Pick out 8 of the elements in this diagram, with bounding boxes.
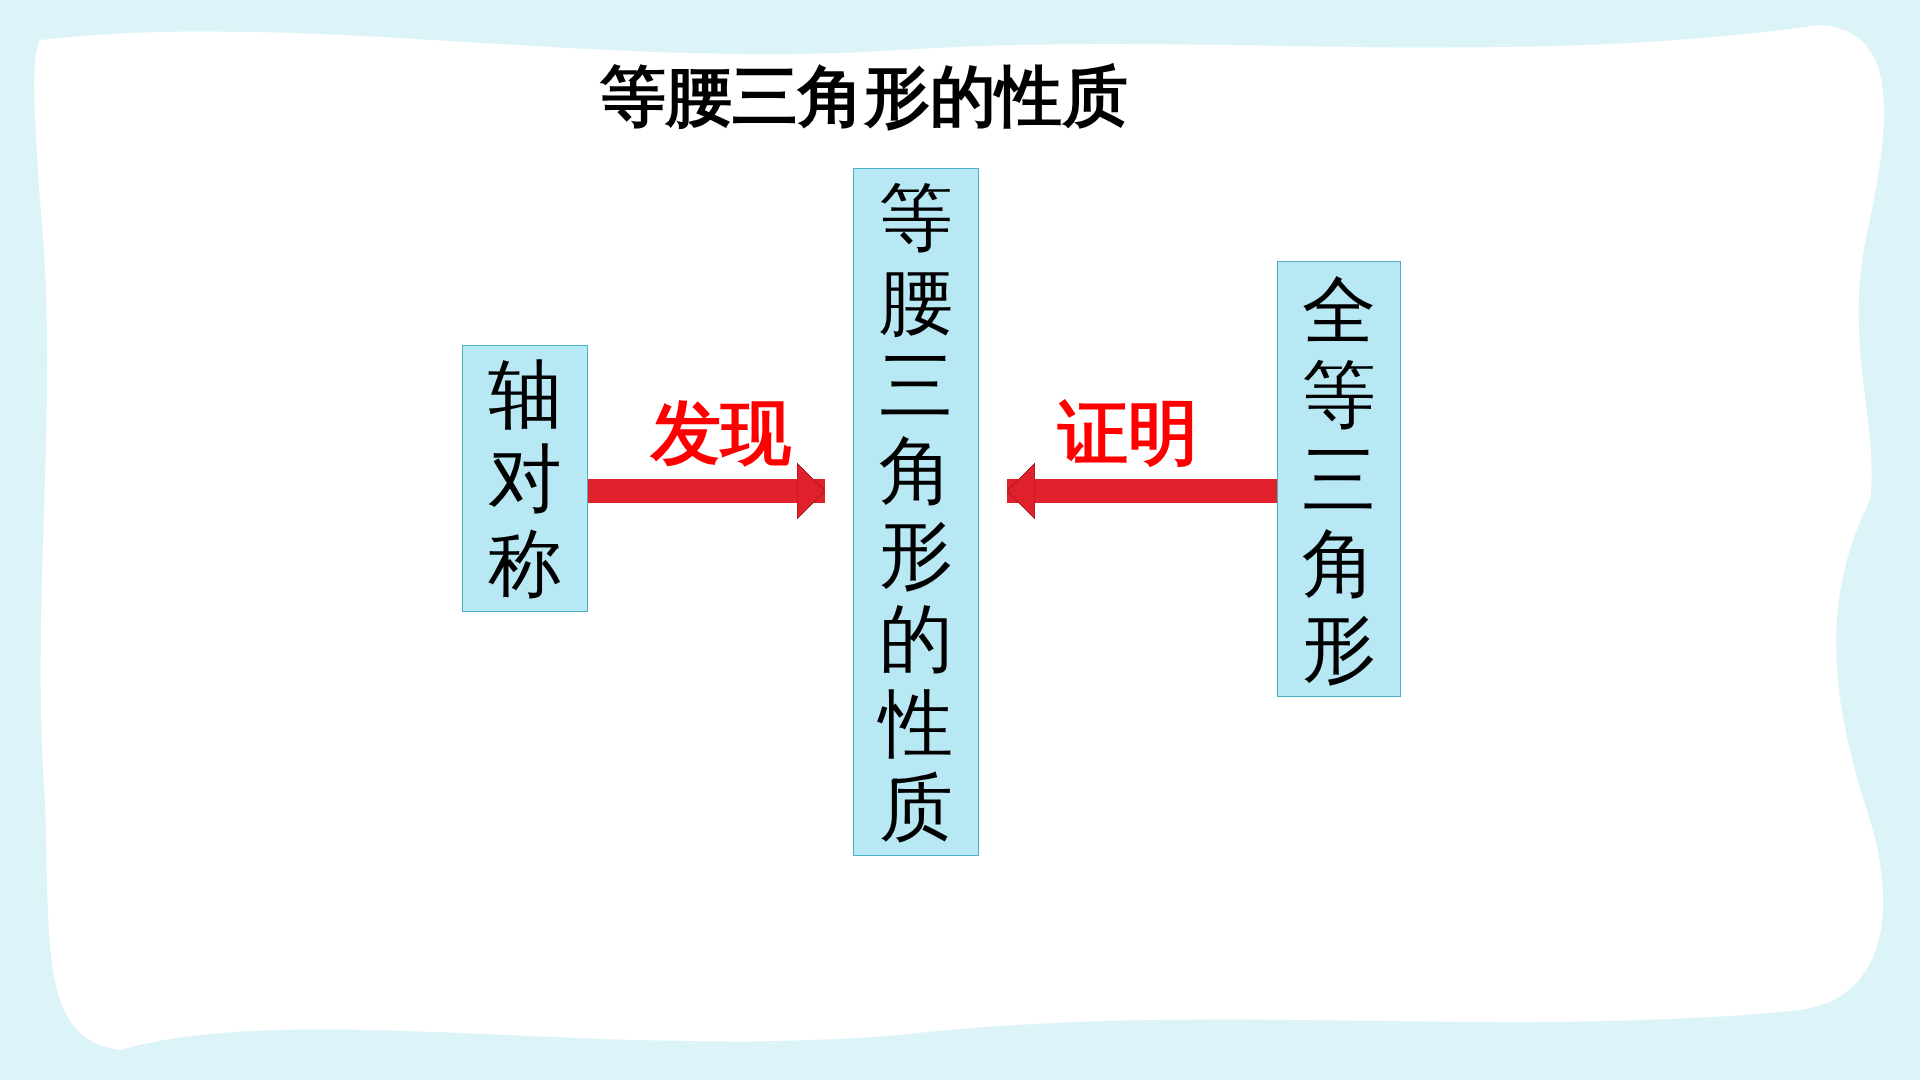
block-arrow bbox=[1006, 462, 1277, 520]
vertical-text-box: 轴对称 bbox=[462, 345, 588, 612]
edge-label: 证明 bbox=[1058, 391, 1198, 476]
vertical-text-box: 全等三角形 bbox=[1277, 261, 1401, 697]
vertical-text-box: 等腰三角形的性质 bbox=[853, 168, 979, 856]
title: 等腰三角形的性质 bbox=[600, 57, 1128, 137]
edge-label: 发现 bbox=[650, 391, 791, 476]
block-arrow bbox=[588, 462, 826, 520]
